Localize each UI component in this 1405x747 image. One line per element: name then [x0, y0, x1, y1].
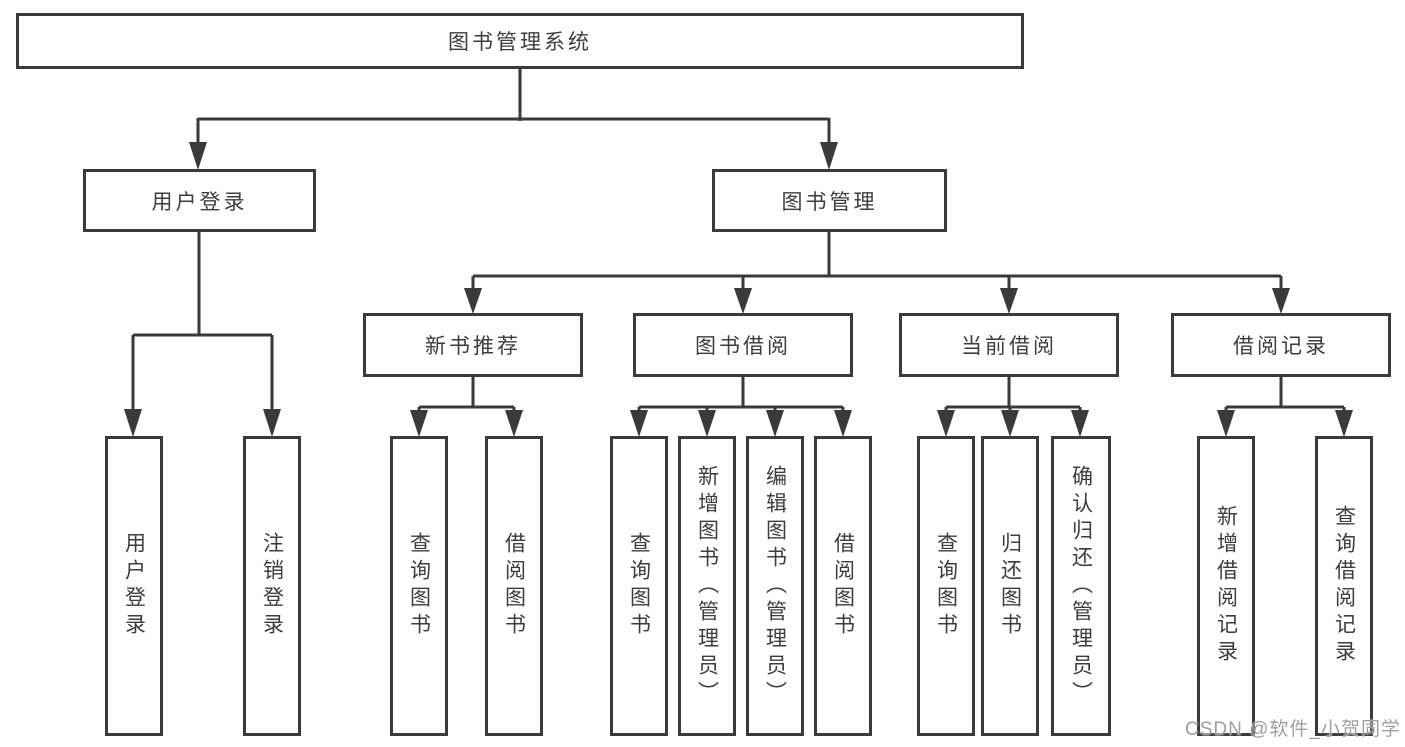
node-root: 图书管理系统	[16, 13, 1024, 69]
leaf-borrow-add-books-admin: 新增图书（管理员）	[678, 436, 736, 736]
leaf-borrow-add-books-admin-label: 新增图书（管理员）	[695, 464, 719, 708]
node-new-book-recommend-label: 新书推荐	[425, 335, 521, 358]
arrowheads-book-management-children	[464, 288, 1290, 314]
leaf-current-query-books: 查询图书	[917, 436, 975, 736]
node-current-borrow: 当前借阅	[899, 313, 1119, 377]
arrowheads-user-login-children	[124, 409, 281, 437]
node-borrow-records: 借阅记录	[1171, 313, 1391, 377]
connector-level3	[417, 377, 1346, 413]
leaf-records-query-record-label: 查询借阅记录	[1332, 505, 1356, 667]
leaf-newbook-borrow-books-label: 借阅图书	[502, 532, 526, 640]
leaf-records-add-record-label: 新增借阅记录	[1214, 505, 1238, 667]
node-book-management: 图书管理	[712, 169, 947, 232]
leaf-newbook-query-books: 查询图书	[390, 436, 448, 736]
leaf-logout-label: 注销登录	[260, 532, 284, 640]
node-root-label: 图书管理系统	[448, 31, 592, 54]
node-book-borrow: 图书借阅	[633, 313, 853, 377]
node-user-login-label: 用户登录	[151, 190, 248, 214]
node-borrow-records-label: 借阅记录	[1233, 335, 1329, 358]
leaf-current-return-books: 归还图书	[981, 436, 1039, 736]
leaf-borrow-query-books-label: 查询图书	[627, 532, 651, 640]
arrowheads-level3	[410, 410, 1353, 437]
leaf-newbook-borrow-books: 借阅图书	[485, 436, 543, 736]
node-new-book-recommend: 新书推荐	[363, 313, 583, 377]
watermark: CSDN @软件_小贺同学	[1185, 719, 1401, 740]
leaf-borrow-query-books: 查询图书	[610, 436, 668, 736]
leaf-user-login-label: 用户登录	[122, 532, 146, 640]
node-user-login: 用户登录	[83, 169, 316, 232]
leaf-borrow-edit-books-admin: 编辑图书（管理员）	[746, 436, 804, 736]
connector-level1	[196, 69, 831, 146]
leaf-current-confirm-return-admin-label: 确认归还（管理员）	[1069, 464, 1093, 708]
leaf-current-confirm-return-admin: 确认归还（管理员）	[1051, 436, 1111, 736]
leaf-borrow-edit-books-admin-label: 编辑图书（管理员）	[763, 464, 787, 708]
leaf-newbook-query-books-label: 查询图书	[407, 532, 431, 640]
leaf-borrow-borrow-books-label: 借阅图书	[831, 532, 855, 640]
node-book-borrow-label: 图书借阅	[695, 335, 791, 358]
leaf-records-query-record: 查询借阅记录	[1315, 436, 1373, 736]
leaf-user-login: 用户登录	[105, 436, 163, 736]
connector-user-login-children	[131, 232, 274, 413]
connector-book-management-children	[471, 232, 1283, 293]
arrowheads-level1	[189, 142, 838, 170]
leaf-current-return-books-label: 归还图书	[998, 532, 1022, 640]
leaf-records-add-record: 新增借阅记录	[1197, 436, 1255, 736]
leaf-logout: 注销登录	[243, 436, 301, 736]
leaf-current-query-books-label: 查询图书	[934, 532, 958, 640]
node-book-management-label: 图书管理	[781, 190, 878, 214]
leaf-borrow-borrow-books: 借阅图书	[814, 436, 872, 736]
node-current-borrow-label: 当前借阅	[961, 335, 1057, 358]
